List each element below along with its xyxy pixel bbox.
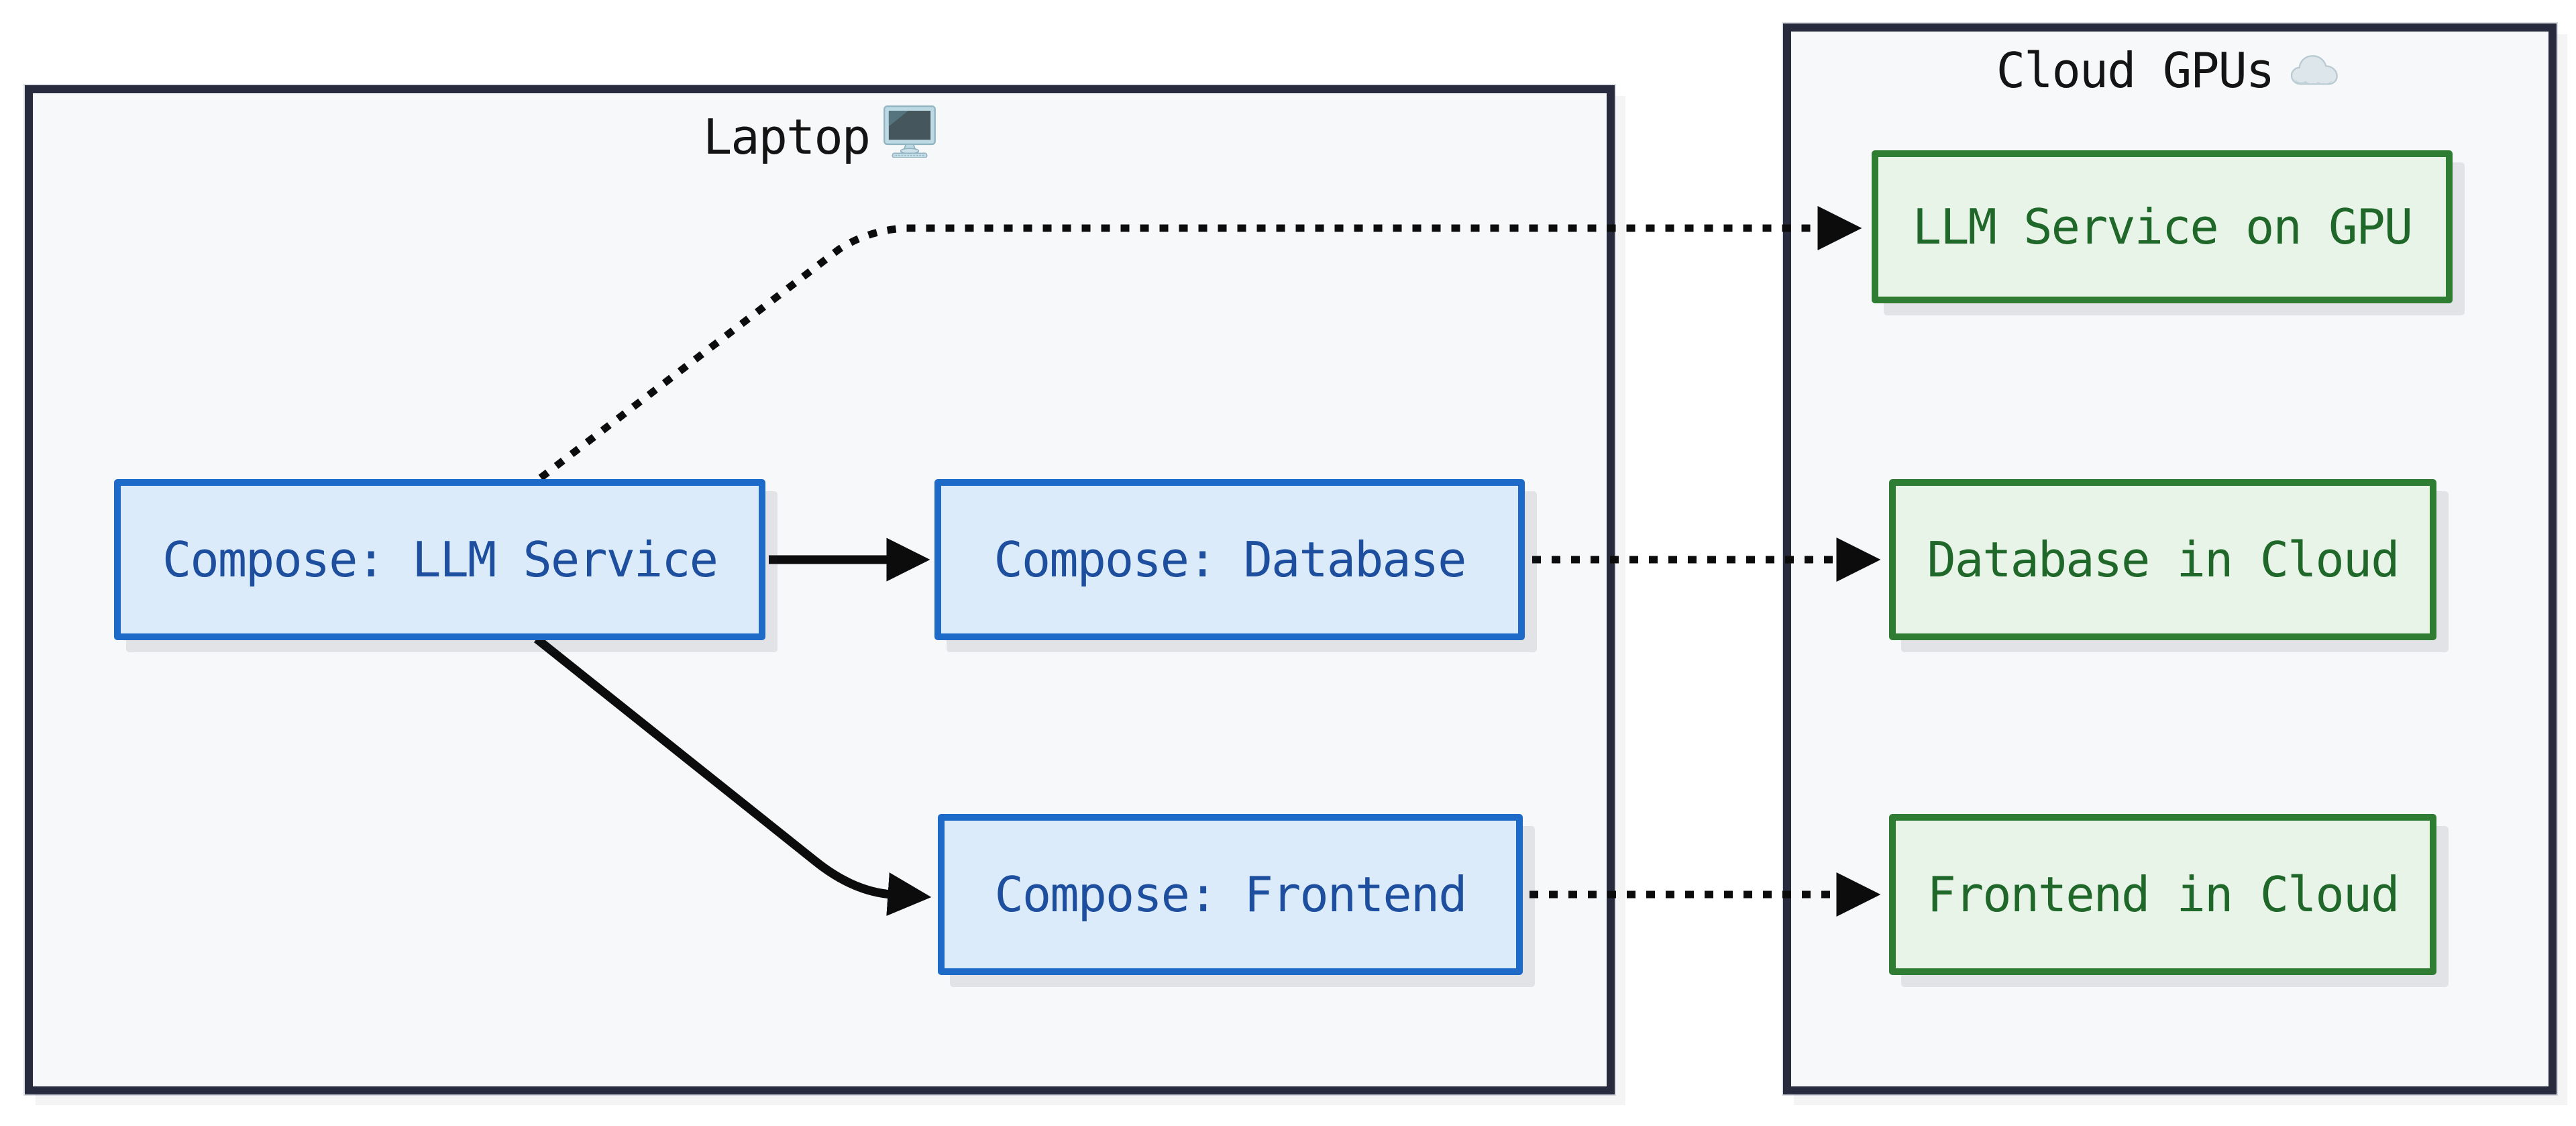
node-compose-database-label: Compose: Database <box>994 531 1467 588</box>
node-llm-service-on-gpu-label: LLM Service on GPU <box>1912 199 2413 255</box>
node-database-in-cloud: Database in Cloud <box>1889 479 2436 640</box>
node-frontend-in-cloud-label: Frontend in Cloud <box>1927 866 2400 923</box>
node-compose-llm-service: Compose: LLM Service <box>114 479 765 640</box>
cluster-cloud-gpus-title-text: Cloud GPUs <box>1996 42 2275 99</box>
cloud-icon <box>2287 42 2343 99</box>
node-compose-llm-service-label: Compose: LLM Service <box>162 531 718 588</box>
node-frontend-in-cloud: Frontend in Cloud <box>1889 814 2436 975</box>
cluster-laptop-title-text: Laptop <box>702 108 871 165</box>
cluster-cloud-gpus-title: Cloud GPUs <box>1791 42 2548 99</box>
node-compose-frontend: Compose: Frontend <box>938 814 1523 975</box>
cluster-laptop-title: Laptop <box>33 104 1607 169</box>
node-database-in-cloud-label: Database in Cloud <box>1927 531 2400 588</box>
node-compose-frontend-label: Compose: Frontend <box>994 866 1468 923</box>
node-compose-database: Compose: Database <box>934 479 1525 640</box>
node-llm-service-on-gpu: LLM Service on GPU <box>1872 150 2453 303</box>
desktop-computer-icon <box>883 104 936 169</box>
